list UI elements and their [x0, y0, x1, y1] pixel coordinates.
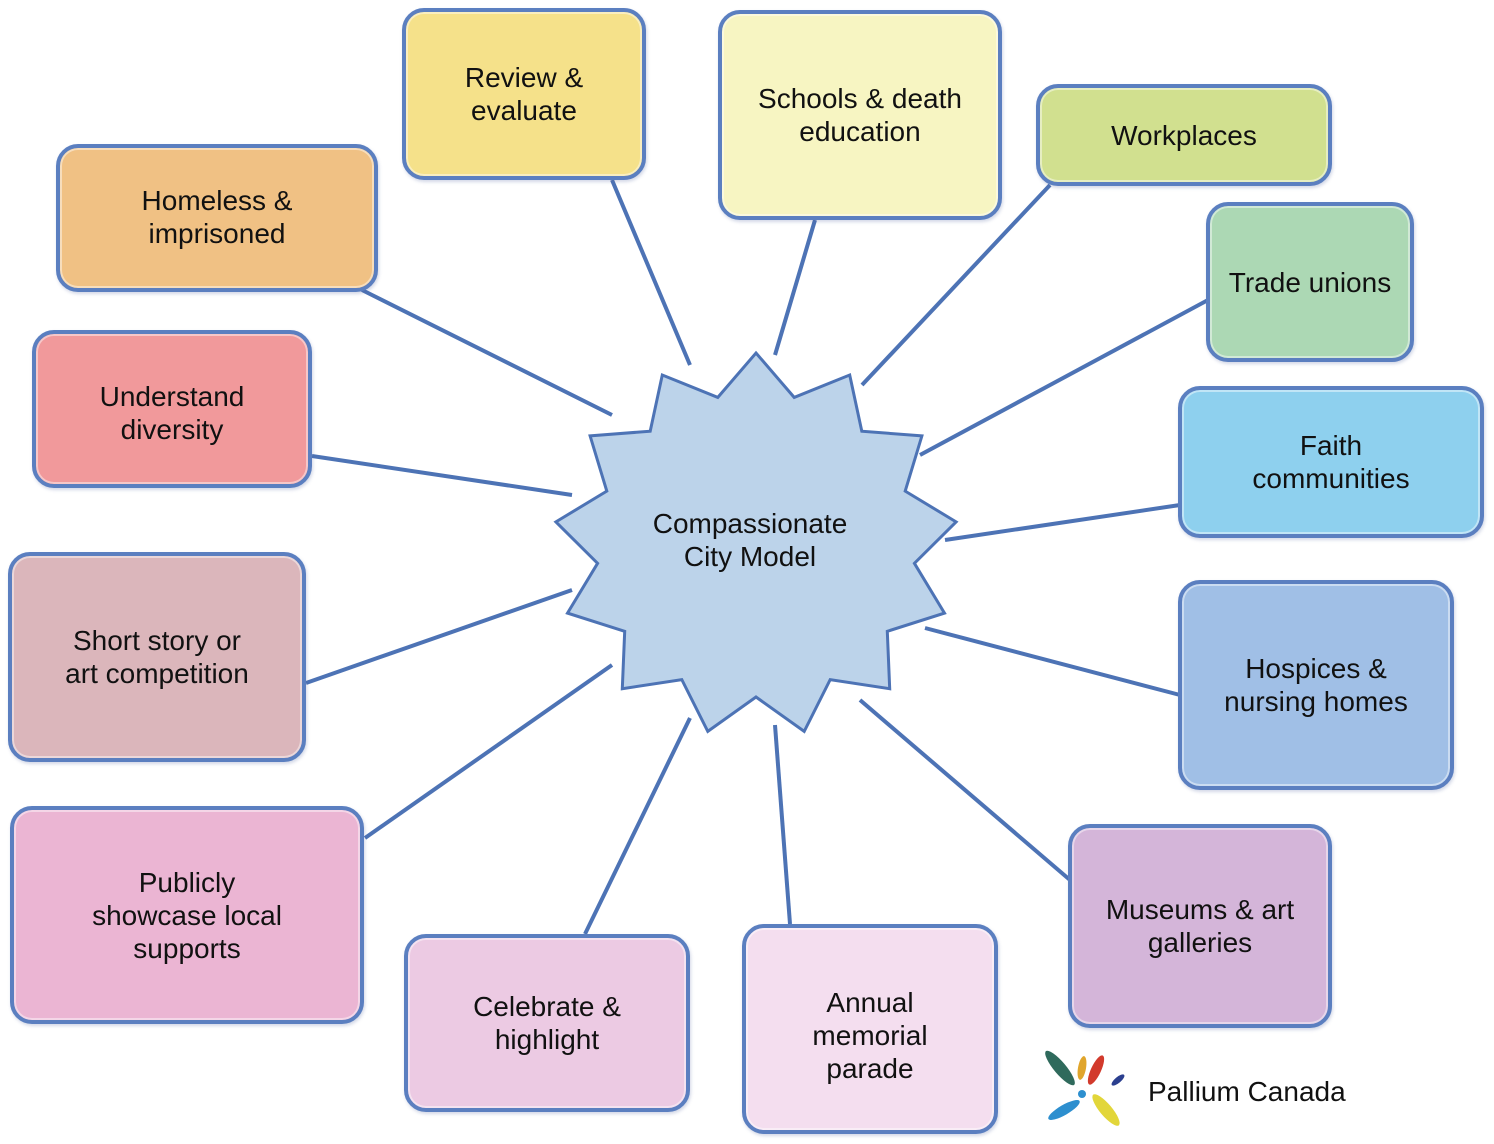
connector-showcase: [363, 663, 614, 840]
pallium-canada-branding: Pallium Canada: [1030, 1040, 1370, 1140]
connector-workplaces: [860, 183, 1052, 387]
connector-schools: [773, 219, 817, 356]
node-hospices-nursing-homes-label: Hospices & nursing homes: [1224, 653, 1408, 717]
node-review-evaluate: Review & evaluate: [402, 8, 646, 180]
connector-homeless: [361, 288, 613, 417]
starburst-shape: [553, 350, 959, 734]
node-publicly-showcase-local-supports-label: Publicly showcase local supports: [92, 866, 282, 964]
connector-trade: [919, 298, 1209, 457]
connector-diversity: [311, 454, 573, 497]
connector-story: [305, 588, 573, 685]
node-celebrate-highlight: Celebrate & highlight: [404, 934, 690, 1112]
node-annual-memorial-parade: Annual memorial parade: [742, 924, 998, 1134]
connector-review: [610, 179, 692, 366]
node-understand-diversity: Understand diversity: [32, 330, 312, 488]
node-faith-communities-label: Faith communities: [1252, 430, 1410, 494]
node-trade-unions: Trade unions: [1206, 202, 1414, 362]
node-understand-diversity-label: Understand diversity: [99, 381, 245, 445]
center-label: Compassionate City Model: [652, 508, 848, 572]
node-hospices-nursing-homes: Hospices & nursing homes: [1178, 580, 1454, 790]
pallium-canada-text: Pallium Canada: [1148, 1076, 1346, 1107]
node-faith-communities: Faith communities: [1178, 386, 1484, 538]
node-schools-death-education: Schools & death education: [718, 10, 1002, 220]
node-museums-art-galleries-label: Museums & art galleries: [1105, 894, 1295, 958]
node-short-story-art-competition: Short story or art competition: [8, 552, 306, 762]
node-publicly-showcase-local-supports: Publicly showcase local supports: [10, 806, 364, 1024]
node-museums-art-galleries: Museums & art galleries: [1068, 824, 1332, 1028]
node-short-story-art-competition-label: Short story or art competition: [65, 625, 249, 689]
node-review-evaluate-label: Review & evaluate: [464, 62, 584, 126]
node-trade-unions-label: Trade unions: [1228, 266, 1392, 298]
connector-hospices: [924, 626, 1181, 697]
node-homeless-imprisoned-label: Homeless & imprisoned: [141, 185, 293, 249]
node-schools-death-education-label: Schools & death education: [758, 83, 962, 147]
node-annual-memorial-parade-label: Annual memorial parade: [812, 987, 928, 1084]
connector-parade: [773, 724, 792, 925]
node-celebrate-highlight-label: Celebrate & highlight: [473, 991, 621, 1055]
node-homeless-imprisoned: Homeless & imprisoned: [56, 144, 378, 292]
pallium-logo-icon: [1045, 1050, 1125, 1126]
connector-celebrate: [583, 717, 692, 935]
connector-museums: [858, 698, 1072, 882]
connector-faith: [944, 503, 1181, 542]
node-workplaces: Workplaces: [1036, 84, 1332, 186]
node-workplaces-label: Workplaces: [1111, 119, 1257, 151]
